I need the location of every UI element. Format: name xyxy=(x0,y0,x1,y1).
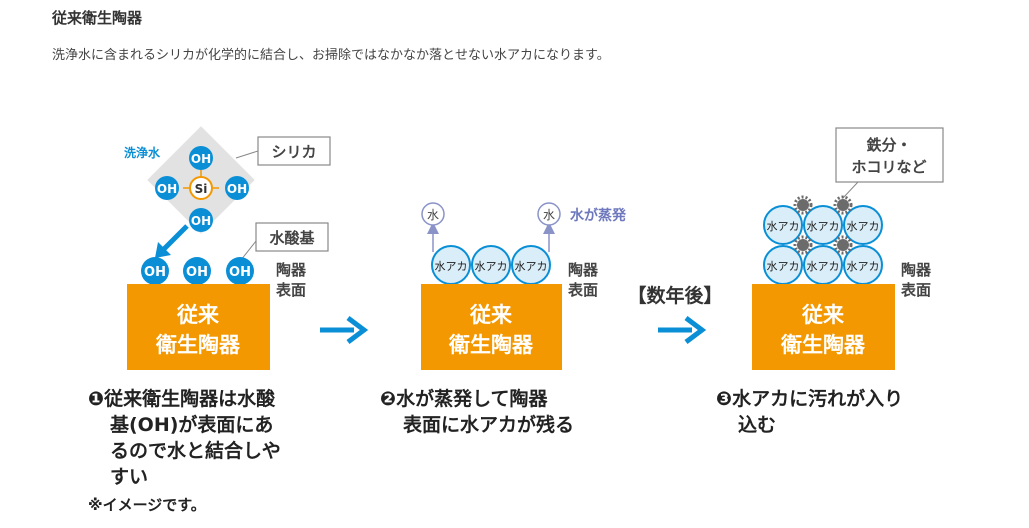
svg-text:水アカ: 水アカ xyxy=(847,220,880,233)
svg-text:OH: OH xyxy=(227,182,247,196)
caption-2-line2: 表面に水アカが残る xyxy=(403,413,574,436)
scale-molecule-3-1: 水アカ xyxy=(763,205,803,245)
dirt-particle-4 xyxy=(833,235,853,255)
svg-text:鉄分・: 鉄分・ xyxy=(866,136,911,154)
svg-text:水アカ: 水アカ xyxy=(435,260,468,273)
svg-text:ホコリなど: ホコリなど xyxy=(851,158,926,176)
scale-molecule-2-3: 水アカ xyxy=(511,245,551,285)
block-label-1a: 従来 xyxy=(176,303,220,327)
svg-text:Si: Si xyxy=(195,182,208,196)
surface-label-3b: 表面 xyxy=(901,281,931,299)
process-arrow-1 xyxy=(320,316,369,344)
panel-1: OH OH Si OH OH 洗浄水 シリカ xyxy=(88,126,331,514)
evaporating-water-left: 水 xyxy=(421,202,445,252)
svg-text:水アカ: 水アカ xyxy=(807,260,840,273)
svg-text:OH: OH xyxy=(229,265,251,280)
silica-callout: シリカ xyxy=(257,136,331,166)
dirt-particle-1 xyxy=(793,195,813,215)
svg-text:水アカ: 水アカ xyxy=(847,260,880,273)
svg-text:水: 水 xyxy=(543,208,555,222)
scale-molecule-3-5: 水アカ xyxy=(803,245,843,285)
scale-molecule-2-2: 水アカ xyxy=(471,245,511,285)
caption-1-line4: すい xyxy=(110,466,148,488)
surface-label-2b: 表面 xyxy=(568,281,598,299)
scale-molecule-2-1: 水アカ xyxy=(431,245,471,285)
oh-molecule-left: OH xyxy=(155,176,179,200)
surface-label-1b: 表面 xyxy=(276,281,306,299)
dirt-particle-2 xyxy=(833,195,853,215)
scale-molecule-3-4: 水アカ xyxy=(763,245,803,285)
block-label-3b: 衛生陶器 xyxy=(780,333,866,357)
surface-oh-1: OH xyxy=(141,257,169,285)
svg-text:OH: OH xyxy=(191,214,211,228)
surface-label-3a: 陶器 xyxy=(901,261,932,279)
oh-molecule-bottom: OH xyxy=(189,208,213,232)
surface-label-1a: 陶器 xyxy=(276,261,307,279)
surface-oh-3: OH xyxy=(226,257,254,285)
process-arrow-2 xyxy=(658,316,707,344)
panel-2: 水 水 水が蒸発 水アカ 水アカ 水アカ 従来 衛生陶器 陶器 表面 ❷水が蒸発… xyxy=(380,202,627,436)
caption-2-line1: ❷水が蒸発して陶器 xyxy=(380,387,549,410)
block-label-2a: 従来 xyxy=(469,303,513,327)
scale-molecule-3-2: 水アカ xyxy=(803,205,843,245)
scale-molecule-3-3: 水アカ xyxy=(843,205,883,245)
caption-3-line2: 込む xyxy=(738,414,776,436)
svg-text:水酸基: 水酸基 xyxy=(269,229,315,247)
block-label-2b: 衛生陶器 xyxy=(448,333,534,357)
bond-arrow xyxy=(155,224,189,258)
ceramic-block-1 xyxy=(127,284,270,370)
section-heading: 従来衛生陶器 xyxy=(52,9,143,27)
hydroxyl-callout: 水酸基 xyxy=(255,222,329,252)
svg-text:水: 水 xyxy=(427,208,439,222)
wash-water-label: 洗浄水 xyxy=(124,145,161,160)
dirt-particle-3 xyxy=(793,235,813,255)
evaporating-water-right: 水 xyxy=(537,202,561,252)
ceramic-block-3 xyxy=(752,284,895,370)
svg-text:水アカ: 水アカ xyxy=(767,220,800,233)
svg-text:水アカ: 水アカ xyxy=(807,220,840,233)
block-label-3a: 従来 xyxy=(801,303,845,327)
surface-label-2a: 陶器 xyxy=(568,261,599,279)
svg-text:水アカ: 水アカ xyxy=(767,260,800,273)
svg-text:シリカ: シリカ xyxy=(271,143,316,161)
dirt-callout: 鉄分・ ホコリなど xyxy=(835,127,944,183)
ceramic-block-2 xyxy=(421,284,562,370)
oh-molecule-top: OH xyxy=(189,146,213,170)
svg-text:OH: OH xyxy=(144,265,166,280)
oh-molecule-right: OH xyxy=(225,176,249,200)
evaporate-label: 水が蒸発 xyxy=(570,207,627,224)
si-atom: Si xyxy=(189,176,213,200)
caption-1-line3: るので水と結合しや xyxy=(110,439,281,462)
image-note: ※イメージです。 xyxy=(88,496,206,514)
svg-text:水アカ: 水アカ xyxy=(515,260,548,273)
svg-text:水アカ: 水アカ xyxy=(475,260,508,273)
svg-text:OH: OH xyxy=(157,182,177,196)
years-later-label: 【数年後】 xyxy=(627,284,722,307)
section-description: 洗浄水に含まれるシリカが化学的に結合し、お掃除ではなかなか落とせない水アカになり… xyxy=(52,48,610,63)
caption-1-line1: ❶従来衛生陶器は水酸 xyxy=(88,387,276,410)
svg-text:OH: OH xyxy=(186,265,208,280)
scale-molecule-3-6: 水アカ xyxy=(843,245,883,285)
dirt-particles xyxy=(793,195,853,255)
panel-3: 鉄分・ ホコリなど 水アカ 水アカ 水アカ 水アカ 水アカ 水アカ xyxy=(716,127,944,436)
block-label-1b: 衛生陶器 xyxy=(155,333,241,357)
surface-oh-2: OH xyxy=(183,257,211,285)
caption-3-line1: ❸水アカに汚れが入り xyxy=(716,387,903,410)
caption-1-line2: 基(OH)が表面にあ xyxy=(109,413,273,436)
svg-text:OH: OH xyxy=(191,152,211,166)
